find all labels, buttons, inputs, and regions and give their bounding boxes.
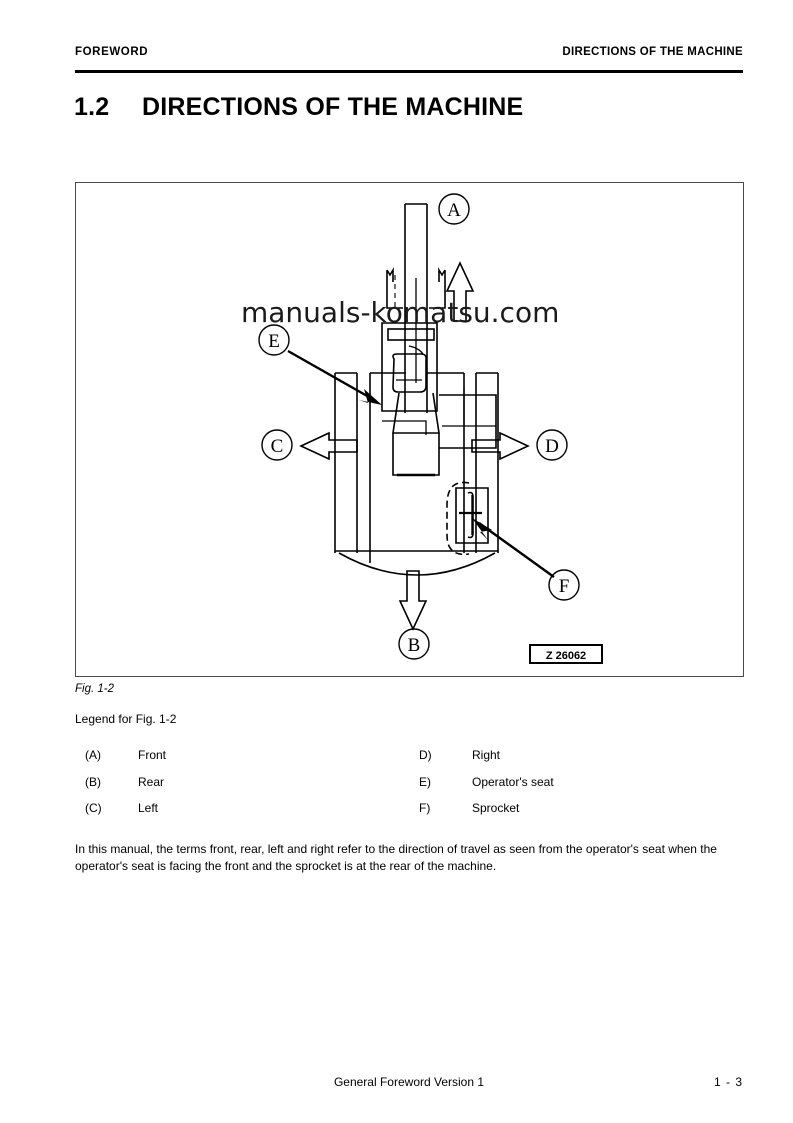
callout-circle-b	[398, 628, 430, 660]
page-header: FOREWORD DIRECTIONS OF THE MACHINE	[75, 46, 743, 58]
legend-key: E)	[419, 774, 431, 789]
cab-floor-edge	[382, 420, 427, 435]
legend-entry-f: F) Sprocket	[409, 801, 743, 815]
bucket-fork-left	[386, 267, 403, 309]
legend-row: (B) Rear E) Operator's seat	[75, 775, 743, 802]
leader-arrowhead-e	[359, 389, 382, 405]
arrow-front-up	[445, 261, 475, 322]
legend-key: (B)	[85, 774, 101, 789]
callout-letter-d: D	[545, 436, 559, 457]
callout-circle-f	[548, 569, 580, 601]
legend-entry-a: (A) Front	[75, 748, 409, 762]
legend-heading: Legend for Fig. 1-2	[75, 712, 177, 726]
legend-entry-e: E) Operator's seat	[409, 775, 743, 789]
boom-base-bracket	[392, 392, 440, 434]
legend-key: D)	[419, 748, 432, 762]
undercarriage-rear-curve	[338, 552, 496, 576]
figure-caption: Fig. 1-2	[75, 683, 114, 695]
legend-row: (A) Front D) Right	[75, 748, 743, 775]
machine-directions-diagram: A B C D E F Z 26062	[258, 193, 603, 664]
arrow-left	[299, 431, 358, 461]
section-number: 1.2	[74, 93, 110, 121]
header-chapter-title: DIRECTIONS OF THE MACHINE	[562, 46, 743, 58]
header-section-label: FOREWORD	[75, 46, 149, 58]
legend-value: Front	[138, 748, 167, 762]
callout-letter-e: E	[268, 331, 280, 352]
legend-table: (A) Front D) Right (B) Rear E) Operator'…	[75, 748, 743, 828]
legend-entry-d: D) Right	[409, 748, 743, 762]
arrow-right	[471, 431, 530, 461]
callout-circle-c	[261, 429, 293, 461]
legend-value: Sprocket	[472, 801, 520, 815]
bucket-fork-right	[429, 267, 446, 309]
callout-letter-f: F	[559, 576, 570, 597]
leader-line-e	[287, 349, 377, 403]
legend-key: F)	[419, 801, 431, 815]
legend-value: Operator's seat	[472, 774, 554, 789]
legend-value: Rear	[138, 774, 165, 789]
cab-front-window	[387, 328, 435, 341]
sprocket-shroud	[446, 481, 470, 556]
legend-entry-b: (B) Rear	[75, 775, 409, 789]
footer-document-title: General Foreword Version 1	[333, 1075, 485, 1089]
legend-entry-c: (C) Left	[75, 801, 409, 815]
legend-row: (C) Left F) Sprocket	[75, 801, 743, 828]
arrow-rear-down	[398, 570, 428, 631]
legend-key: (A)	[85, 748, 101, 762]
callout-letter-b: B	[408, 635, 421, 656]
legend-value: Right	[472, 748, 501, 762]
callout-circle-a	[438, 193, 470, 225]
body-paragraph: In this manual, the terms front, rear, l…	[75, 842, 717, 873]
callout-letter-a: A	[447, 200, 461, 221]
callout-circle-e	[258, 324, 290, 356]
leader-line-f	[478, 522, 555, 578]
drawing-number-box	[529, 644, 603, 664]
operator-seat	[392, 353, 427, 393]
sprocket-hub	[467, 491, 474, 539]
legend-key: (C)	[85, 801, 102, 815]
section-title-text: DIRECTIONS OF THE MACHINE	[142, 93, 524, 121]
control-lever	[408, 345, 424, 355]
callout-letter-c: C	[271, 436, 284, 457]
page-title: 1.2 DIRECTIONS OF THE MACHINE	[74, 93, 523, 122]
swing-post	[392, 433, 440, 476]
leader-arrowhead-f	[472, 518, 492, 540]
figure-frame: A B C D E F Z 26062 manuals-komatsu.com	[75, 182, 744, 677]
legend-value: Left	[138, 801, 159, 815]
header-divider-rule	[75, 70, 743, 73]
engine-deck	[439, 394, 497, 449]
footer-page-number: 1 - 3	[713, 1075, 743, 1089]
cab-outline	[381, 322, 438, 412]
sprocket-housing	[455, 487, 489, 544]
drawing-number-text: Z 26062	[546, 650, 586, 662]
callout-circle-d	[536, 429, 568, 461]
site-watermark: manuals-komatsu.com	[241, 296, 560, 329]
